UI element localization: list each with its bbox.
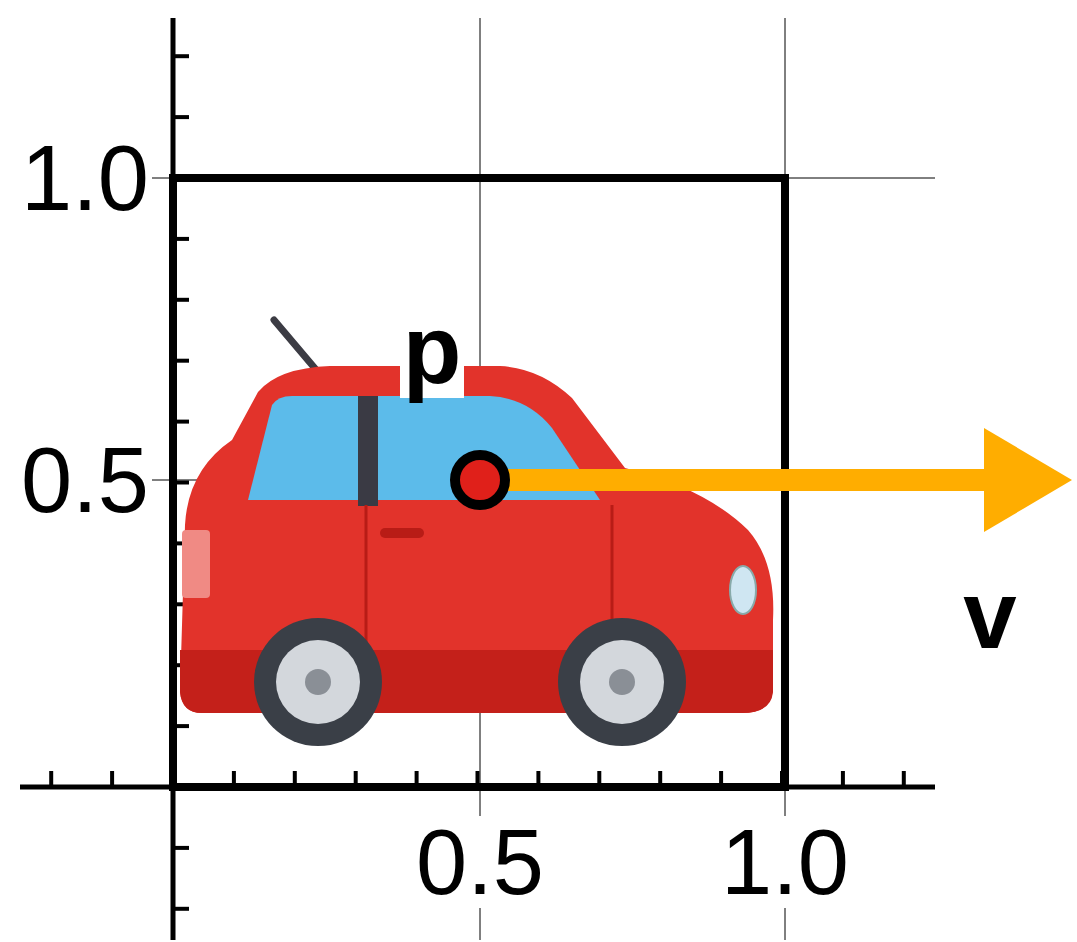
car-headlight xyxy=(730,566,756,614)
axis-value: 1.0 xyxy=(18,132,152,224)
car-taillight xyxy=(182,530,210,598)
car-wheel xyxy=(558,618,686,746)
point-name: p xyxy=(400,302,465,398)
car-door-handle xyxy=(380,528,424,538)
axis-value: 1.0 xyxy=(718,816,852,908)
velocity-arrow-head xyxy=(984,428,1072,532)
car-wheel xyxy=(254,618,382,746)
car-pillar xyxy=(358,396,378,506)
car-rim xyxy=(580,640,664,724)
velocity-arrow-shaft xyxy=(500,469,992,491)
car-illustration xyxy=(180,320,773,746)
axis-value: 0.5 xyxy=(18,434,152,526)
car-hub xyxy=(305,669,331,695)
car-door-seam xyxy=(365,505,368,650)
car-antenna xyxy=(274,320,318,372)
car-rim xyxy=(276,640,360,724)
car-window xyxy=(248,396,358,500)
vector-name: v xyxy=(960,567,1019,663)
axis-value: 0.5 xyxy=(413,816,547,908)
car-hub xyxy=(609,669,635,695)
point-marker xyxy=(455,455,505,505)
